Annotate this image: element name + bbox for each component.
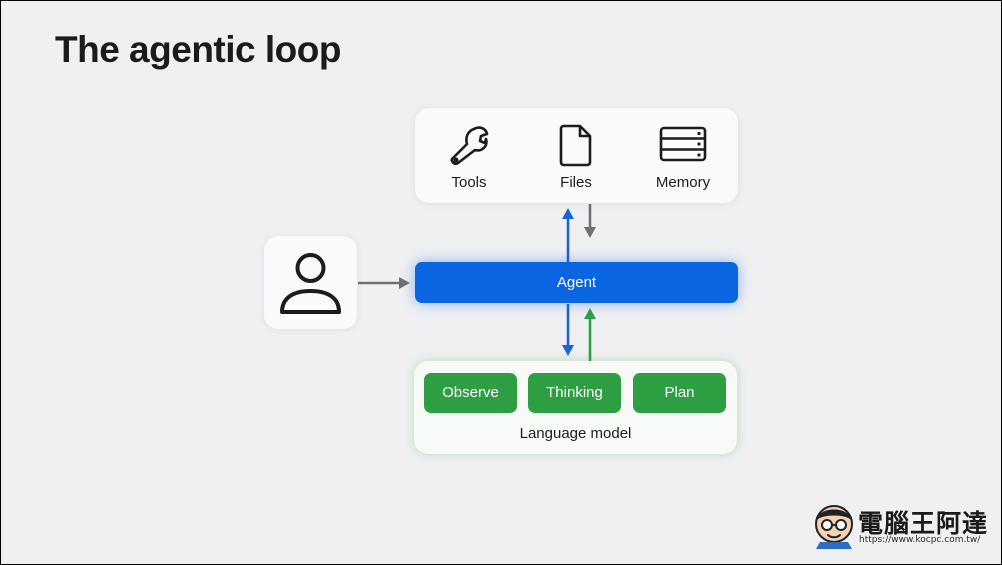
server-icon [659, 126, 707, 162]
file-icon [559, 124, 592, 167]
arrow-user-to-agent [358, 277, 410, 289]
wrench-icon [450, 126, 489, 165]
watermark-url: https://www.kocpc.com.tw/ [859, 535, 981, 545]
resource-label-tools: Tools [451, 174, 487, 191]
step-thinking: Thinking [528, 373, 621, 413]
watermark: 電腦王阿達 https://www.kocpc.com.tw/ [812, 500, 992, 552]
mascot-logo-icon [815, 505, 853, 549]
language-model-card: Observe Thinking Plan Language model [414, 361, 737, 454]
arrow-agent-to-resources [562, 208, 574, 262]
step-plan: Plan [633, 373, 726, 413]
resource-label-files: Files [560, 174, 592, 191]
resource-label-memory: Memory [655, 174, 711, 191]
resource-files: Files [522, 108, 630, 203]
slide-title: The agentic loop [55, 29, 341, 70]
step-observe: Observe [424, 373, 517, 413]
watermark-text: 電腦王阿達 [858, 509, 989, 538]
person-icon [280, 253, 341, 314]
agent-bar: Agent [415, 262, 738, 303]
arrow-agent-to-model [562, 304, 574, 356]
resources-card: Tools Files Memory [415, 108, 738, 203]
arrow-resources-to-agent [584, 204, 596, 238]
arrow-model-to-agent [584, 308, 596, 361]
language-model-label: Language model [519, 425, 632, 442]
resource-tools: Tools [415, 108, 523, 203]
user-card [264, 236, 357, 329]
resource-memory: Memory [629, 108, 737, 203]
